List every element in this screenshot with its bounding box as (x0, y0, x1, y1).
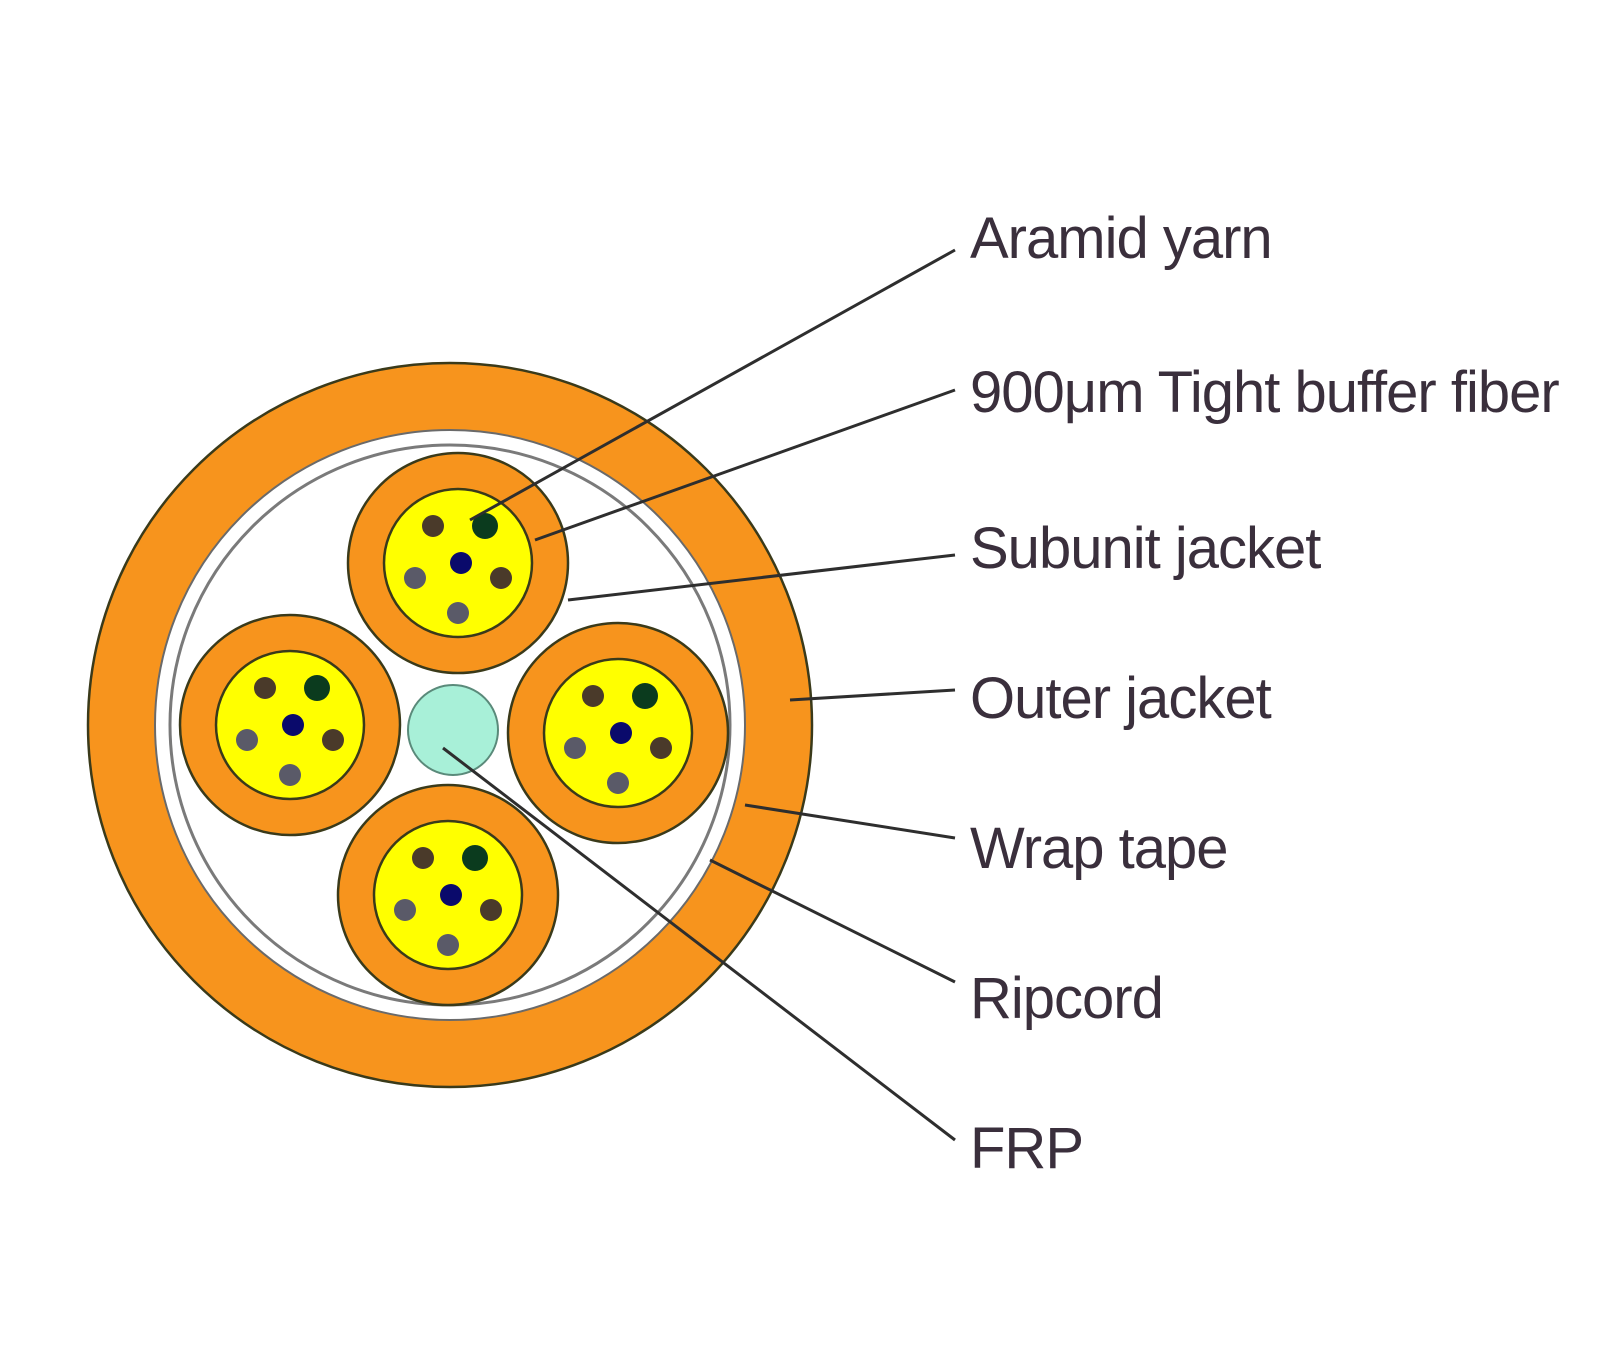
tight-buffer-fiber (480, 899, 502, 921)
tight-buffer-fiber (412, 847, 434, 869)
callout-labels: Aramid yarn 900μm Tight buffer fiber Sub… (970, 206, 1560, 1181)
subunit-left (178, 613, 402, 837)
tight-buffer-fiber (472, 513, 498, 539)
tight-buffer-fiber (610, 722, 632, 744)
tight-buffer-fiber (422, 515, 444, 537)
tight-buffer-fiber (437, 934, 459, 956)
leader-lines (442, 248, 956, 1142)
tight-buffer-fiber (650, 737, 672, 759)
label-wrap-tape: Wrap tape (970, 816, 1228, 881)
label-tight-buffer-fiber: 900μm Tight buffer fiber (970, 360, 1559, 425)
tight-buffer-fiber (582, 685, 604, 707)
tight-buffer-fiber (632, 683, 658, 709)
subunit-bottom (336, 783, 560, 1007)
tight-buffer-fiber (394, 899, 416, 921)
leader-subunit-jacket (567, 553, 956, 602)
tight-buffer-fiber (322, 729, 344, 751)
subunit-right (506, 621, 730, 845)
leader-aramid-yarn (469, 248, 956, 522)
leader-tight-buffer-fiber (534, 388, 956, 542)
label-frp: FRP (970, 1116, 1083, 1181)
tight-buffer-fiber (304, 675, 330, 701)
subunits-group (178, 451, 730, 1007)
tight-buffer-fiber (607, 772, 629, 794)
label-aramid-yarn: Aramid yarn (970, 206, 1272, 271)
leader-outer-jacket (789, 688, 956, 702)
tight-buffer-fiber (404, 567, 426, 589)
tight-buffer-fiber (236, 729, 258, 751)
tight-buffer-fiber (450, 552, 472, 574)
tight-buffer-fiber (440, 884, 462, 906)
label-outer-jacket: Outer jacket (970, 666, 1272, 731)
label-ripcord: Ripcord (970, 966, 1163, 1031)
tight-buffer-fiber (564, 737, 586, 759)
tight-buffer-fiber (279, 764, 301, 786)
frp-central-member (407, 684, 499, 776)
subunit-top (346, 451, 570, 675)
tight-buffer-fiber (490, 567, 512, 589)
tight-buffer-fiber (447, 602, 469, 624)
label-subunit-jacket: Subunit jacket (970, 516, 1321, 581)
tight-buffer-fiber (282, 714, 304, 736)
tight-buffer-fiber (462, 845, 488, 871)
leader-wrap-tape (744, 803, 956, 840)
tight-buffer-fiber (254, 677, 276, 699)
leader-frp (442, 746, 956, 1142)
leader-ripcord (709, 858, 956, 984)
